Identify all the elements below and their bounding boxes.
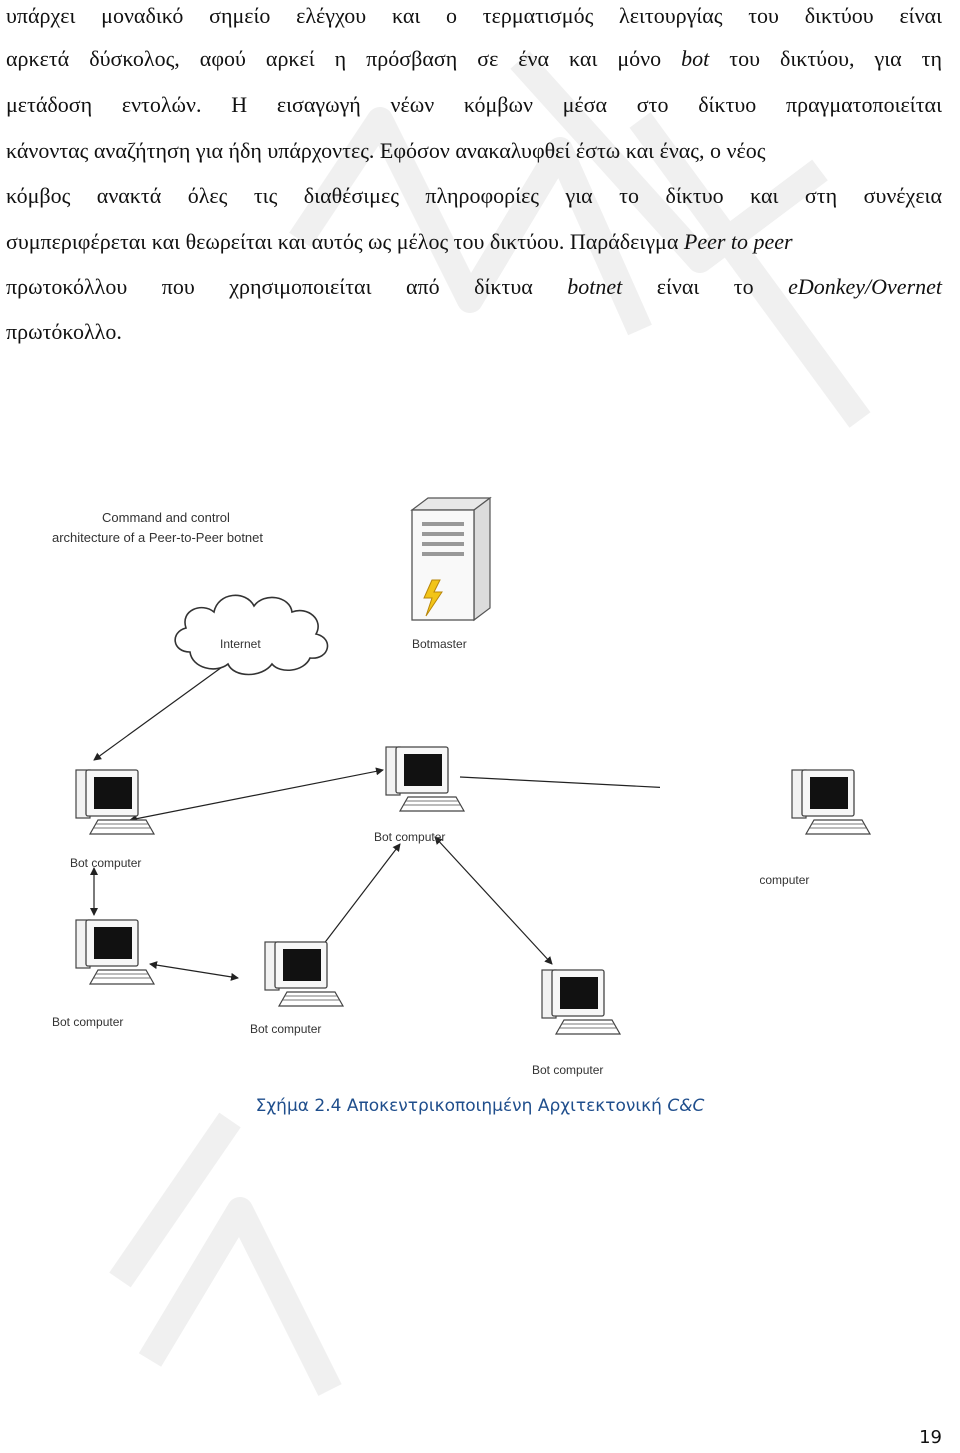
paragraph-line: κάνοντας αναζήτηση για ήδη υπάρχοντες. Ε… bbox=[6, 138, 766, 163]
botmaster-label: Botmaster bbox=[412, 637, 467, 651]
figure-caption: Σχήμα 2.4 Αποκεντρικοποιημένη Αρχιτεκτον… bbox=[255, 1096, 705, 1116]
bot-computer-label: Bot computer bbox=[250, 1022, 321, 1036]
bot-computer-icon bbox=[791, 769, 871, 835]
paragraph-line: μετάδοση εντολών. Η εισαγωγή νέων κόμβων… bbox=[6, 92, 942, 117]
paragraph-line: συμπεριφέρεται και θεωρείται και αυτός ω… bbox=[6, 229, 793, 254]
server-icon bbox=[410, 496, 492, 622]
bot-computer-label: Bot computer bbox=[70, 856, 141, 870]
paragraph-line: πρωτοκόλλου που χρησιμοποιείται από δίκτ… bbox=[6, 274, 943, 299]
bot-computer-icon bbox=[75, 769, 155, 835]
diagram-title-line1: Command and control bbox=[102, 510, 230, 525]
bot-computer-label: Bot computer bbox=[760, 873, 809, 887]
internet-cloud-icon bbox=[174, 594, 329, 676]
internet-label: Internet bbox=[220, 637, 261, 651]
paragraph-line: πρωτόκολλο. bbox=[6, 319, 122, 344]
bot-computer-icon bbox=[264, 941, 344, 1007]
bot-computer-icon bbox=[75, 919, 155, 985]
diagram-title-line2: architecture of a Peer-to-Peer botnet bbox=[52, 530, 263, 545]
bot-computer-label: Bot computer bbox=[532, 1063, 603, 1077]
paragraph-line: αρκετά δύσκολος, αφού αρκεί η πρόσβαση σ… bbox=[6, 46, 942, 71]
paragraph-line: κόμβος ανακτά όλες τις διαθέσιμες πληροφ… bbox=[6, 183, 942, 208]
bot-computer-label: Bot computer bbox=[52, 1015, 123, 1029]
lightning-icon bbox=[423, 579, 443, 617]
bot-computer-label: Bot computer bbox=[374, 830, 445, 844]
page-number: 19 bbox=[919, 1427, 942, 1448]
bot-computer-icon bbox=[541, 969, 621, 1035]
paragraph-line: υπάρχει μοναδικό σημείο ελέγχου και ο τε… bbox=[6, 3, 942, 28]
bot-computer-icon bbox=[385, 746, 465, 812]
bot-computer-right: Bot computer bbox=[760, 769, 871, 887]
p2p-botnet-diagram: Command and control architecture of a Pe… bbox=[52, 496, 660, 1077]
